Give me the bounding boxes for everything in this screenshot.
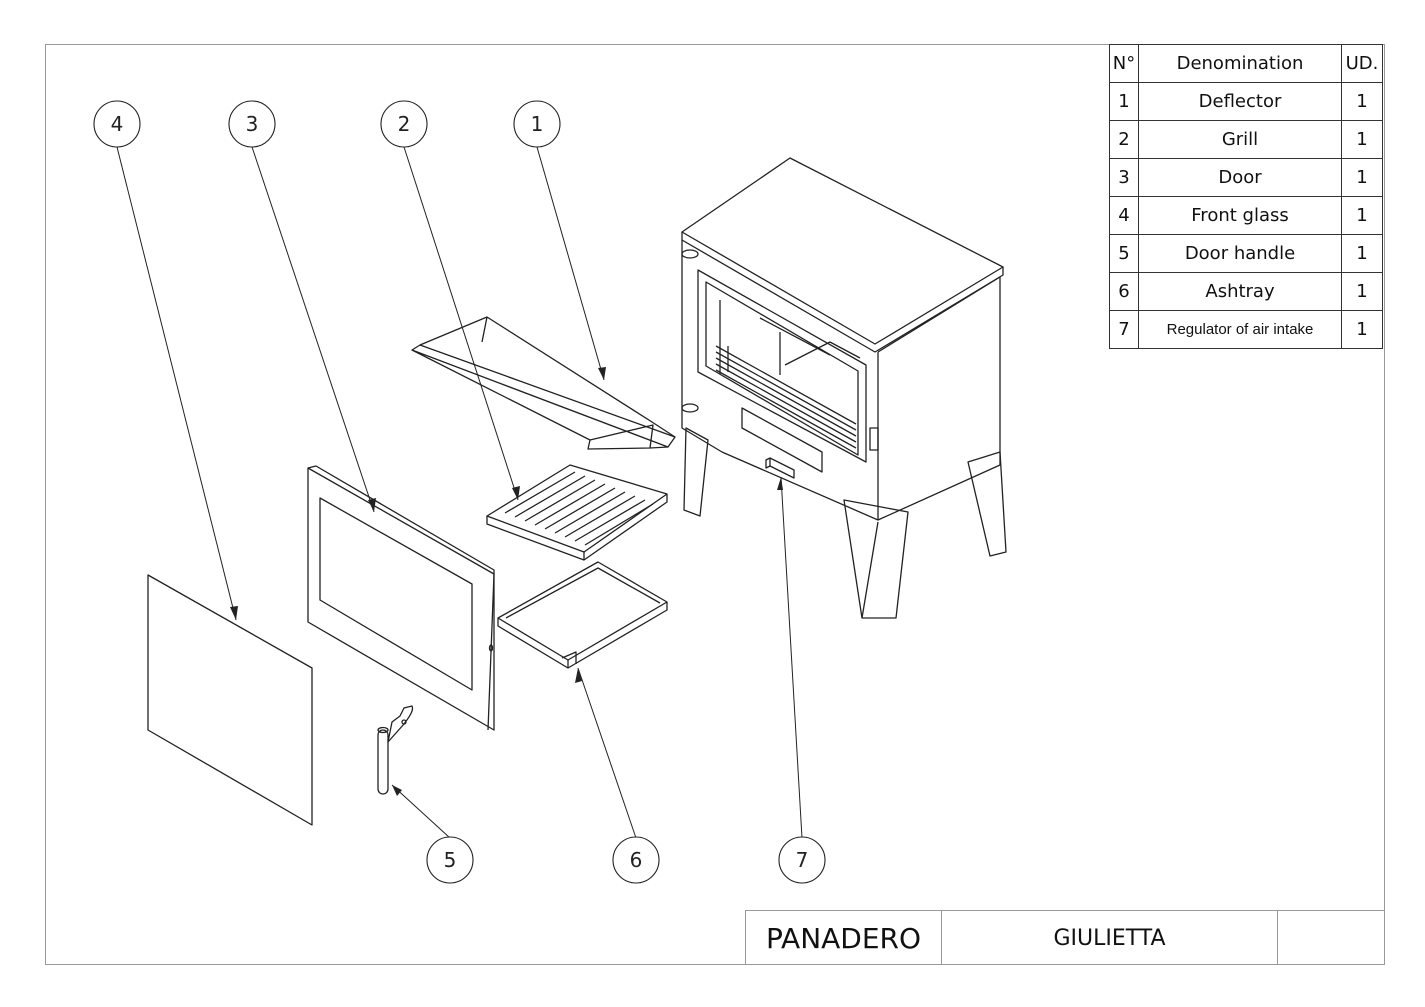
front-glass-part	[147, 574, 313, 826]
cell-units: 1	[1341, 196, 1383, 235]
header-units: UD.	[1341, 44, 1383, 83]
balloon-3-label: 3	[246, 112, 259, 136]
header-number: N°	[1109, 44, 1139, 83]
table-row: 3 Door 1	[1109, 158, 1383, 197]
cell-units: 1	[1341, 310, 1383, 349]
table-row: 5 Door handle 1	[1109, 234, 1383, 273]
door-handle-part	[377, 705, 414, 795]
cell-denomination: Ashtray	[1138, 272, 1342, 311]
stove-top	[681, 157, 1004, 345]
title-block-blank-cell	[1278, 911, 1385, 965]
cell-number: 5	[1109, 234, 1139, 273]
parts-list-table: N° Denomination UD. 1 Deflector 1 2 Gril…	[1109, 44, 1383, 349]
ash-slot	[741, 407, 823, 473]
drawing-frame	[45, 44, 1385, 965]
cell-number: 6	[1109, 272, 1139, 311]
table-row: 7 Regulator of air intake 1	[1109, 310, 1383, 349]
grill-part	[486, 464, 668, 561]
brand-name: PANADERO	[746, 911, 942, 965]
balloon-5-label: 5	[444, 848, 457, 872]
leader-lines	[116, 146, 803, 839]
cell-units: 1	[1341, 272, 1383, 311]
balloon-6-label: 6	[630, 848, 643, 872]
cell-denomination: Deflector	[1138, 82, 1342, 121]
cell-number: 3	[1109, 158, 1139, 197]
cell-denomination: Door	[1138, 158, 1342, 197]
cell-units: 1	[1341, 82, 1383, 121]
stove-leg-back-right	[967, 451, 1007, 557]
deflector-part	[411, 316, 676, 450]
title-block: PANADERO GIULIETTA	[745, 910, 1385, 965]
door-part	[307, 465, 495, 731]
ashtray-part	[497, 561, 668, 669]
leader-arrowheads	[230, 367, 783, 796]
balloon-1-label: 1	[531, 112, 544, 136]
cell-denomination: Front glass	[1138, 196, 1342, 235]
firebox-window	[697, 269, 867, 463]
balloon-3	[228, 100, 276, 148]
cell-number: 4	[1109, 196, 1139, 235]
table-row: 4 Front glass 1	[1109, 196, 1383, 235]
balloon-5	[426, 836, 474, 884]
cell-denomination: Door handle	[1138, 234, 1342, 273]
balloon-2	[380, 100, 428, 148]
balloon-7	[778, 836, 826, 884]
model-name: GIULIETTA	[942, 911, 1278, 965]
balloon-7-label: 7	[796, 848, 809, 872]
cell-number: 7	[1109, 310, 1139, 349]
balloon-4	[93, 100, 141, 148]
balloon-4-label: 4	[111, 112, 124, 136]
table-header-row: N° Denomination UD.	[1109, 44, 1383, 83]
stove-leg-front-left	[683, 427, 709, 517]
cell-units: 1	[1341, 158, 1383, 197]
stove-leg-front-right	[843, 499, 909, 619]
air-regulator-knob	[769, 457, 795, 479]
header-denomination: Denomination	[1138, 44, 1342, 83]
cell-denomination: Regulator of air intake	[1138, 310, 1342, 349]
table-row: 1 Deflector 1	[1109, 82, 1383, 121]
cell-units: 1	[1341, 234, 1383, 273]
table-row: 2 Grill 1	[1109, 120, 1383, 159]
cell-number: 1	[1109, 82, 1139, 121]
cell-number: 2	[1109, 120, 1139, 159]
balloon-1	[513, 100, 561, 148]
cell-units: 1	[1341, 120, 1383, 159]
cell-denomination: Grill	[1138, 120, 1342, 159]
balloon-6	[612, 836, 660, 884]
stove-body	[681, 157, 1007, 619]
balloon-2-label: 2	[398, 112, 411, 136]
table-row: 6 Ashtray 1	[1109, 272, 1383, 311]
